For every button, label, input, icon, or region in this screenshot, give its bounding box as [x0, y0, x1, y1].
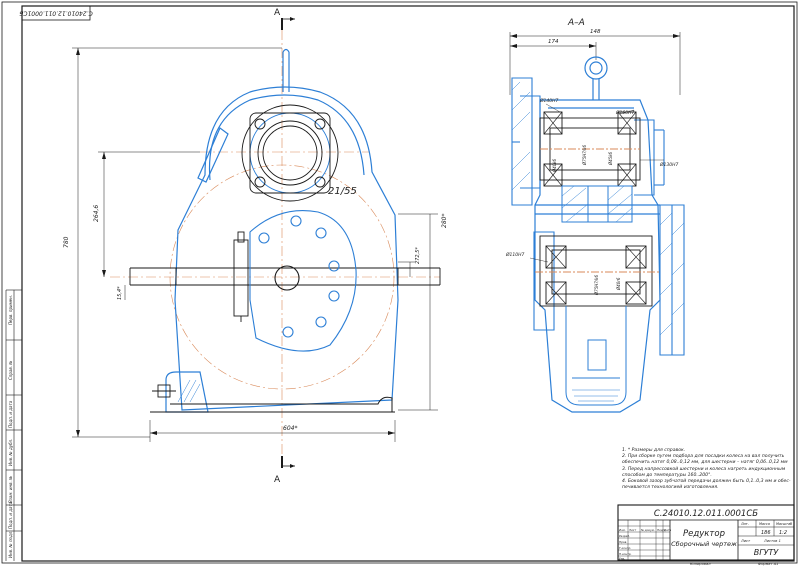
title-row-sign: Подп.: [657, 528, 666, 532]
gear-ratio-mark: 21/55: [328, 186, 357, 197]
title-mass: 186: [761, 530, 771, 536]
note-line-6: 4. Боковой зазор зубчатой передачи долже…: [622, 479, 791, 485]
dim-604: 604*: [283, 425, 297, 432]
technical-notes: 1. * Размеры для справок. 2. При сборке …: [622, 448, 794, 491]
section-title: А–А: [567, 18, 585, 28]
title-name-line2: Сборочный чертеж: [671, 540, 737, 548]
left-side-strip: [5, 289, 22, 561]
top-stamp-text: С.24010.12.011.0001СБ: [19, 10, 93, 17]
dim-height-total: 780: [63, 236, 70, 248]
title-hdr-scale: Масштаб: [776, 522, 792, 526]
section-view: А–А 148 174: [509, 18, 685, 413]
fit-label-140h7: Ø140H7: [539, 97, 559, 104]
fit-label-130h7: Ø130H7: [659, 161, 679, 168]
title-nkontr: Н.контр.: [619, 552, 632, 556]
side-label-dup-inv: Инв. № дубл.: [8, 439, 13, 466]
fit-label-110h7: Ø110H7: [505, 251, 525, 258]
note-line-5: способом до температуры 160..200°.: [622, 472, 712, 478]
side-label-sign-date-1: Подп. и дата: [8, 400, 13, 428]
side-label-orig-inv: Инв. № подл.: [8, 530, 13, 558]
fit-label-160h7: Ø160H7: [615, 109, 635, 116]
title-prov: Пров.: [619, 540, 627, 544]
title-scale: 1:2: [779, 530, 787, 536]
lower-bearing-cover: [249, 210, 357, 352]
dim-2725: 272,5*: [415, 247, 421, 264]
title-sheets: Листов 1: [763, 539, 781, 543]
dim-2646: 264,6: [93, 205, 100, 222]
note-line-1: 1. * Размеры для справок.: [622, 448, 686, 453]
fit-label-40k6: Ø40k6: [552, 158, 557, 173]
dim-154: 15,4*: [117, 286, 123, 300]
title-razrab: Разраб.: [619, 534, 630, 538]
title-sheet: Лист: [740, 539, 751, 543]
side-label-repl-inv: Взам. инв. №: [8, 476, 13, 503]
side-label-first-use: Перв. примен.: [8, 295, 13, 325]
fit-label-75h7k6-lower: Ø75H7/k6: [594, 275, 599, 296]
title-tkontr: Т.контр.: [619, 546, 631, 550]
note-line-2: 2. При сборке пугем подбора для посадки …: [622, 454, 785, 460]
title-hdr-lit: Лит.: [740, 522, 749, 526]
top-stamp-box: [21, 5, 91, 21]
title-copied: Копировал: [690, 562, 711, 566]
fit-label-45k6: Ø45k6: [608, 151, 613, 166]
section-mark-bottom: А: [274, 475, 281, 485]
side-label-ref-no: Справ. №: [8, 361, 13, 380]
title-name-line1: Редуктор: [683, 529, 725, 539]
dim-174: 174: [548, 39, 559, 45]
note-line-3: обеспечить натяг 0,08..0,12 мм, для шест…: [622, 460, 788, 466]
title-format: Формат А1: [758, 562, 778, 566]
note-line-4: 3. Перед напрессовкой шестерни и колеса …: [622, 466, 786, 472]
title-row-date: Дата: [663, 528, 672, 532]
title-row-list: Лист: [628, 528, 636, 532]
title-row-izm: Изм.: [619, 528, 626, 532]
title-designation: С.24010.12.011.0001СБ: [654, 509, 758, 519]
section-mark-top: А: [274, 8, 281, 18]
title-org: ВГУТУ: [754, 548, 780, 557]
title-block: [617, 504, 795, 561]
sheet-inner-frame: [21, 5, 795, 562]
dim-280: 280*: [441, 214, 448, 228]
side-label-sign-date-2: Подп. и дата: [8, 501, 13, 529]
front-view: А А: [63, 8, 448, 485]
fit-label-75h7k6-upper: Ø75H7/k6: [582, 145, 587, 166]
fit-label-40r6: Ø40r6: [616, 277, 621, 291]
note-line-7: печивается технологией изготовления.: [622, 485, 719, 491]
title-row-doc: № докум.: [640, 528, 655, 532]
title-hdr-mass: Масса: [759, 522, 770, 526]
title-utv: Утв.: [619, 557, 625, 561]
dim-148: 148: [590, 29, 601, 35]
upper-bearing-cover: [241, 104, 339, 202]
